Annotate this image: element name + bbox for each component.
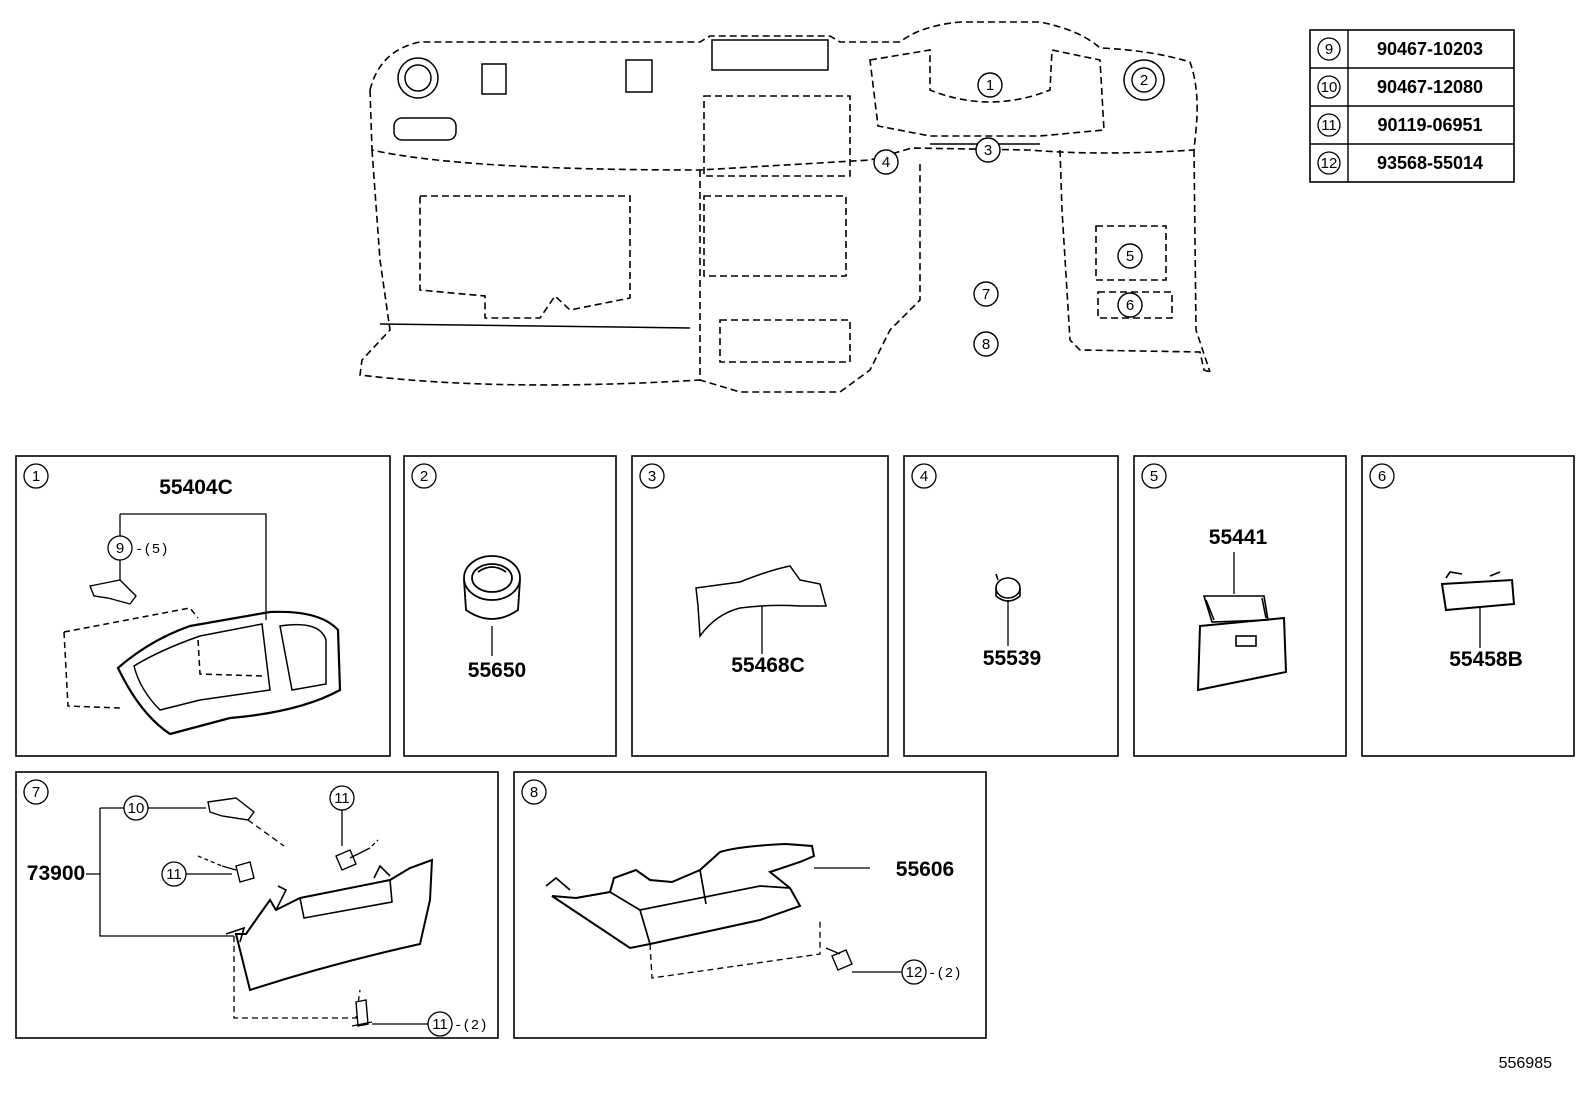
screw-icon — [351, 999, 373, 1027]
overview-callout-2[interactable]: 2 — [1131, 67, 1157, 93]
panel-4[interactable]: 4 55539 — [903, 455, 1119, 757]
part-label-55606: 55606 — [896, 858, 954, 881]
panel-6-number: 6 — [1378, 468, 1386, 485]
panel-6[interactable]: 6 55458B — [1361, 455, 1575, 757]
cover-bracket-icon — [695, 565, 827, 639]
overview-callout-3[interactable]: 3 — [975, 137, 1001, 163]
screw-icon — [825, 947, 853, 971]
svg-text:90119-06951: 90119-06951 — [1377, 115, 1482, 135]
svg-text:2: 2 — [1140, 72, 1148, 89]
svg-text:8: 8 — [982, 336, 990, 353]
panel-7-number: 7 — [32, 784, 40, 801]
svg-text:10: 10 — [128, 800, 145, 817]
panel-5-number: 5 — [1150, 468, 1158, 485]
overview-callout-8[interactable]: 8 — [973, 331, 999, 357]
overview-callout-4[interactable]: 4 — [873, 149, 899, 175]
clip-icon — [207, 797, 255, 821]
overview-callouts: 1 2 3 4 5 6 7 8 — [873, 67, 1157, 357]
svg-text:5: 5 — [1126, 248, 1134, 265]
overview-callout-6[interactable]: 6 — [1117, 292, 1143, 318]
screw-icon — [221, 861, 255, 883]
legend-table: 9 90467-10203 10 90467-12080 11 90119-06… — [1309, 29, 1515, 183]
part-label-55404C: 55404C — [159, 476, 233, 499]
svg-text:11: 11 — [334, 790, 350, 807]
diagram-code: 556985 — [1499, 1055, 1552, 1072]
part-label-55539: 55539 — [983, 647, 1041, 670]
overview-callout-5[interactable]: 5 — [1117, 243, 1143, 269]
overview-callout-1[interactable]: 1 — [977, 72, 1003, 98]
svg-text:-(2): -(2) — [454, 1018, 488, 1034]
lower-cover-icon — [225, 858, 434, 992]
svg-text:-(5): -(5) — [135, 542, 169, 558]
plug-icon — [995, 573, 1021, 602]
svg-text:1: 1 — [986, 77, 994, 94]
svg-text:-(2): -(2) — [928, 966, 962, 982]
panel-7[interactable]: 7 73900 10 11 11 — [15, 771, 499, 1039]
svg-text:11: 11 — [1321, 117, 1337, 134]
panel-8-number: 8 — [530, 784, 538, 801]
svg-text:7: 7 — [982, 286, 990, 303]
panel-1[interactable]: 1 55404C 9 -(5) — [15, 455, 391, 757]
svg-text:12: 12 — [906, 964, 923, 981]
panel-3-number: 3 — [648, 468, 656, 485]
part-label-55468C: 55468C — [731, 654, 805, 677]
support-bracket-icon — [545, 842, 816, 950]
legend-row-11: 11 90119-06951 — [1317, 113, 1483, 137]
svg-text:12: 12 — [1321, 155, 1338, 172]
part-label-55458B: 55458B — [1449, 648, 1523, 671]
panel-3[interactable]: 3 55468C — [631, 455, 889, 757]
svg-text:9: 9 — [1325, 41, 1333, 58]
legend-row-10: 10 90467-12080 — [1317, 75, 1483, 99]
svg-text:10: 10 — [1321, 79, 1338, 96]
part-label-55441: 55441 — [1209, 526, 1268, 549]
dashboard-overview — [359, 21, 1211, 393]
round-vent-icon — [463, 555, 521, 620]
panel-1-number: 1 — [32, 468, 40, 485]
bezel-icon — [1440, 571, 1516, 612]
cluster-finish-panel-icon — [63, 607, 342, 736]
svg-text:3: 3 — [984, 142, 992, 159]
panel-4-number: 4 — [920, 468, 928, 485]
panel-5[interactable]: 5 55441 — [1133, 455, 1347, 757]
svg-text:11: 11 — [432, 1016, 448, 1033]
legend-row-12: 12 93568-55014 — [1317, 151, 1483, 175]
legend-row-9: 9 90467-10203 — [1317, 37, 1483, 61]
dashboard-overview-details — [379, 39, 1165, 329]
panel-2[interactable]: 2 55650 — [403, 455, 617, 757]
svg-text:93568-55014: 93568-55014 — [1377, 153, 1483, 173]
svg-text:90467-12080: 90467-12080 — [1377, 77, 1483, 97]
svg-text:90467-10203: 90467-10203 — [1377, 39, 1483, 59]
storage-box-icon — [1196, 595, 1288, 692]
svg-text:11: 11 — [166, 866, 182, 883]
svg-text:6: 6 — [1126, 297, 1134, 314]
svg-text:4: 4 — [882, 154, 890, 171]
screw-icon — [335, 847, 371, 871]
panel-2-number: 2 — [420, 468, 428, 485]
part-label-55650: 55650 — [468, 659, 526, 682]
clip-icon — [89, 579, 137, 605]
svg-text:9: 9 — [116, 540, 124, 557]
panel-8[interactable]: 8 55606 12 -(2) — [513, 771, 987, 1039]
overview-callout-7[interactable]: 7 — [973, 281, 999, 307]
part-label-73900: 73900 — [27, 862, 85, 885]
